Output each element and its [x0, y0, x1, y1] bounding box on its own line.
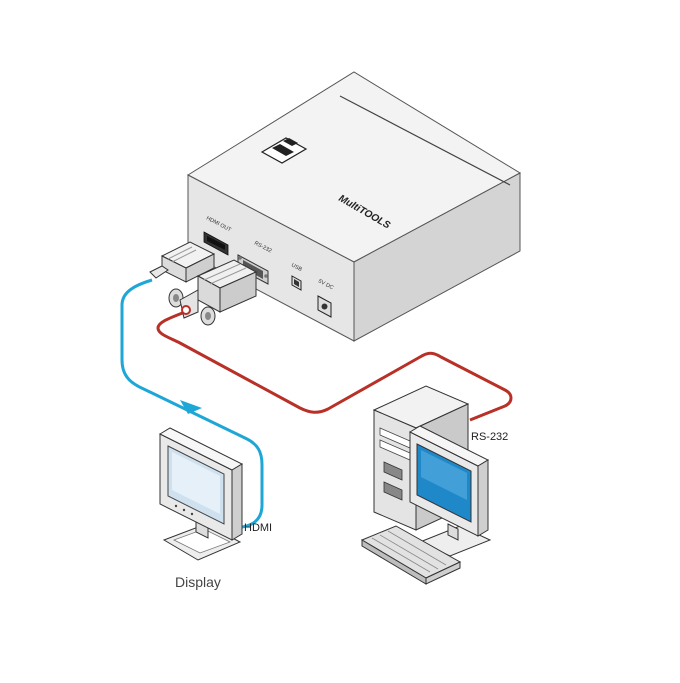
- keyboard-icon: [360, 525, 462, 585]
- rs232-cable: [156, 310, 513, 422]
- hdmi-plug-icon: [149, 241, 216, 283]
- power-port: [317, 295, 332, 318]
- hdmi-arrow-icon: [180, 400, 202, 414]
- hdmi-connection-label: HDMI: [244, 522, 272, 534]
- usb-port: [291, 275, 302, 291]
- display-monitor: [158, 427, 244, 561]
- hdmi-cable: [120, 278, 264, 530]
- multitools-device: MultiTOOLS HDMI OUT RS-232 USB 5V DC: [186, 71, 522, 342]
- rs232-connection-label: RS-232: [471, 431, 508, 443]
- usb-port-label: USB: [290, 262, 303, 273]
- hdmi-out-port: [203, 231, 229, 256]
- computer-monitor: [408, 425, 492, 557]
- db9-plug-icon: [168, 259, 258, 326]
- kramer-logo-icon: [260, 137, 308, 164]
- display-label: Display: [175, 574, 221, 590]
